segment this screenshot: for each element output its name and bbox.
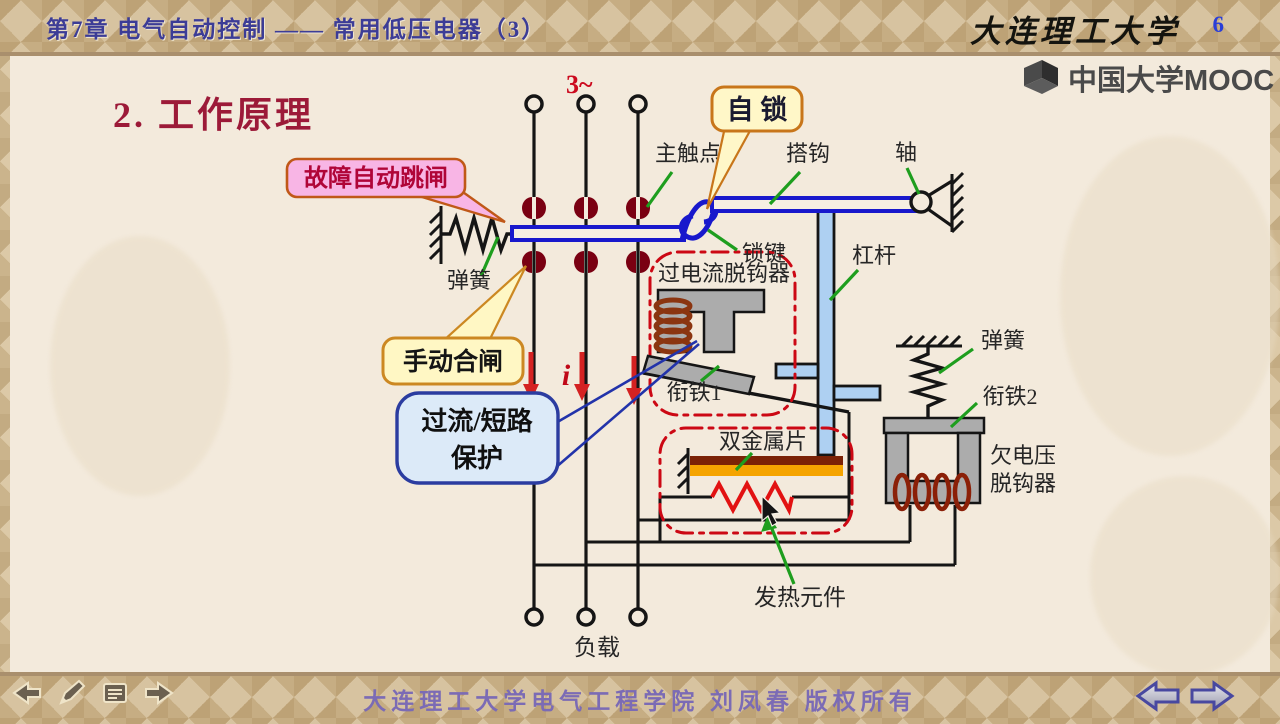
undervoltage-coil (892, 472, 972, 512)
shaft-label: 轴 (895, 140, 917, 165)
heater-label: 发热元件 (754, 585, 846, 610)
lever-label: 杠杆 (852, 243, 896, 268)
callout-fault-trip-text: 故障自动跳闸 (304, 164, 448, 192)
spring-left-label: 弹簧 (447, 268, 491, 293)
phase-wires (532, 112, 640, 610)
overcurrent-coil (653, 297, 693, 355)
callout-protection: 过流/短路 保护 (395, 339, 700, 485)
thermal-release-frame (658, 426, 854, 535)
copyright-text: 大连理工大学电气工程学院 刘凤春 版权所有 (363, 689, 917, 714)
callout-fault-trip: 故障自动跳闸 (285, 157, 506, 224)
university-name: 大连理工大学 (970, 14, 1180, 49)
current-symbol: i (562, 359, 571, 392)
back-arrow-icon[interactable] (10, 676, 44, 710)
lock-key-hook-right (678, 209, 717, 241)
circuit-wires (535, 412, 957, 567)
contact-bridge-bar (510, 225, 686, 242)
overcurrent-release-label: 过电流脱钩器 (658, 261, 790, 286)
bimetal-strip-top (690, 456, 843, 465)
watermark-branch (1090, 476, 1280, 676)
undervoltage-spring (907, 346, 949, 418)
bimetal-wall-hatch (676, 448, 690, 494)
nav-arrows (1134, 678, 1236, 714)
slide-title: 2. 工作原理 (113, 95, 314, 135)
chapter-title: 第7章 电气自动控制 —— 常用低压电器（3） (46, 17, 547, 42)
callout-self-lock: 自 锁 (705, 85, 804, 210)
left-wall-hatch (428, 206, 443, 264)
supply-terminals (524, 94, 648, 114)
watermark-swirl (1060, 136, 1280, 456)
armature2 (882, 416, 986, 435)
callout-manual-close-text: 手动合闸 (403, 347, 503, 376)
trip-spring (441, 211, 514, 257)
main-contacts (522, 197, 650, 273)
overcurrent-release-frame (648, 250, 797, 417)
forward-arrow-icon[interactable] (142, 676, 176, 710)
callout-protection-text1: 过流/短路 (421, 406, 533, 436)
watermark-left (50, 236, 230, 496)
callout-self-lock-text: 自 锁 (727, 94, 788, 125)
mooc-logo-text: 中国大学MOOC (1068, 65, 1275, 97)
armature1 (641, 354, 756, 396)
mouse-cursor-icon (761, 494, 782, 527)
page-number: 6 (1212, 12, 1225, 37)
next-slide-arrow-icon[interactable] (1188, 678, 1236, 714)
footer-bar (0, 672, 1280, 724)
undervoltage-ceiling-hatch (896, 334, 962, 348)
player-controls (10, 676, 176, 710)
callout-protection-text2: 保护 (450, 444, 503, 473)
three-phase-label: 3~ (566, 70, 593, 99)
undervoltage-label-line2: 脱钩器 (990, 471, 1056, 496)
load-terminals (524, 607, 648, 627)
bimetal-strip-bottom (690, 465, 843, 476)
lock-key-label: 锁键 (742, 241, 786, 266)
callout-manual-close: 手动合闸 (381, 265, 527, 386)
notes-icon[interactable] (98, 676, 132, 710)
hook-label: 搭钩 (786, 141, 830, 166)
shaft-pivot (909, 171, 965, 234)
armature1-label: 衔铁1 (666, 380, 721, 405)
armature2-label: 衔铁2 (982, 384, 1037, 409)
pen-icon[interactable] (54, 676, 88, 710)
heater-pointer-arrowhead (761, 514, 777, 532)
slide-background (10, 56, 1280, 676)
main-contact-label: 主触点 (655, 141, 721, 166)
pointer-lines (479, 167, 979, 585)
spring-right-label: 弹簧 (981, 328, 1025, 353)
bimetal-label: 双金属片 (719, 429, 807, 454)
undervoltage-label-line1: 欠电压 (990, 443, 1056, 468)
header-bar: 第7章 电气自动控制 —— 常用低压电器（3） 大连理工大学 6 (0, 0, 1280, 56)
heater-element (710, 479, 794, 516)
prev-slide-arrow-icon[interactable] (1134, 678, 1182, 714)
mooc-logo: 中国大学MOOC (1018, 54, 1280, 102)
load-label: 负载 (574, 635, 620, 660)
cube-logo-icon (1024, 60, 1058, 94)
latch-lever-bar (710, 196, 918, 213)
